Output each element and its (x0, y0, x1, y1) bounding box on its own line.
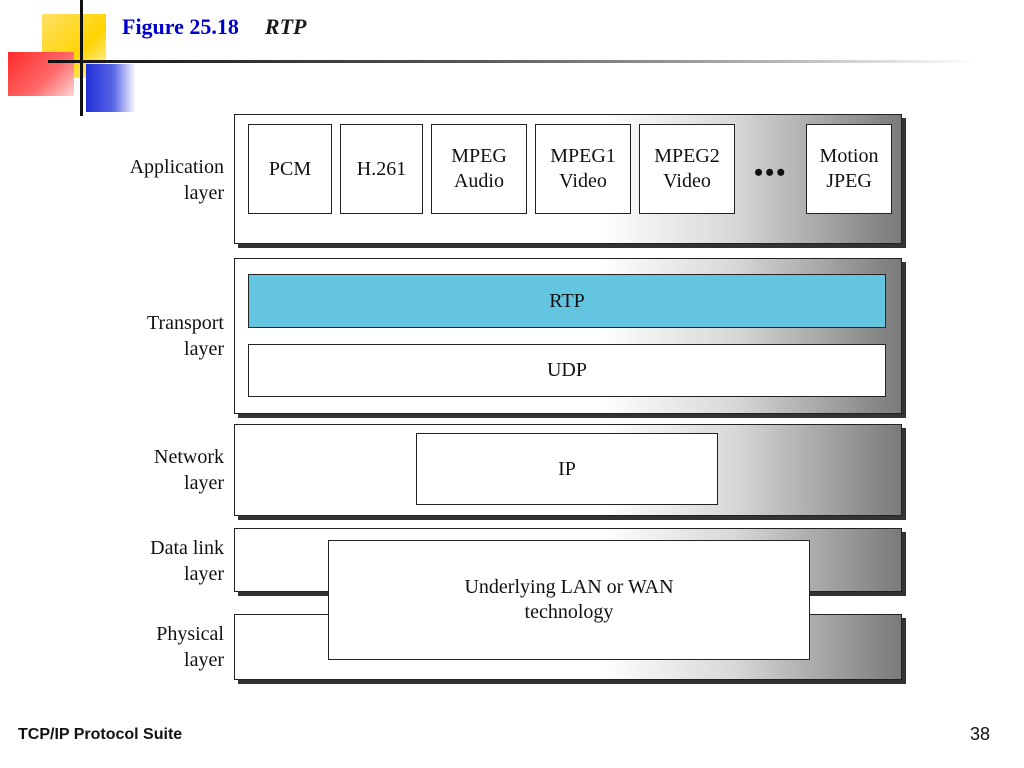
decor-horizontal-line (48, 60, 978, 63)
decor-blue-square (86, 64, 136, 112)
figure-title: RTP (264, 14, 307, 39)
ip-box: IP (416, 433, 718, 505)
app-box-h261: H.261 (340, 124, 423, 214)
ellipsis: ••• (754, 158, 788, 187)
footer-title: TCP/IP Protocol Suite (18, 726, 183, 743)
rtp-box: RTP (248, 274, 886, 328)
decor-vertical-line (80, 0, 83, 116)
slide-title: Figure 25.18 RTP (122, 14, 306, 40)
page-number: 38 (969, 724, 990, 744)
udp-box: UDP (248, 344, 886, 397)
decor-red-square (8, 52, 74, 96)
app-box-pcm: PCM (248, 124, 332, 214)
figure-number: Figure 25.18 (122, 14, 239, 39)
